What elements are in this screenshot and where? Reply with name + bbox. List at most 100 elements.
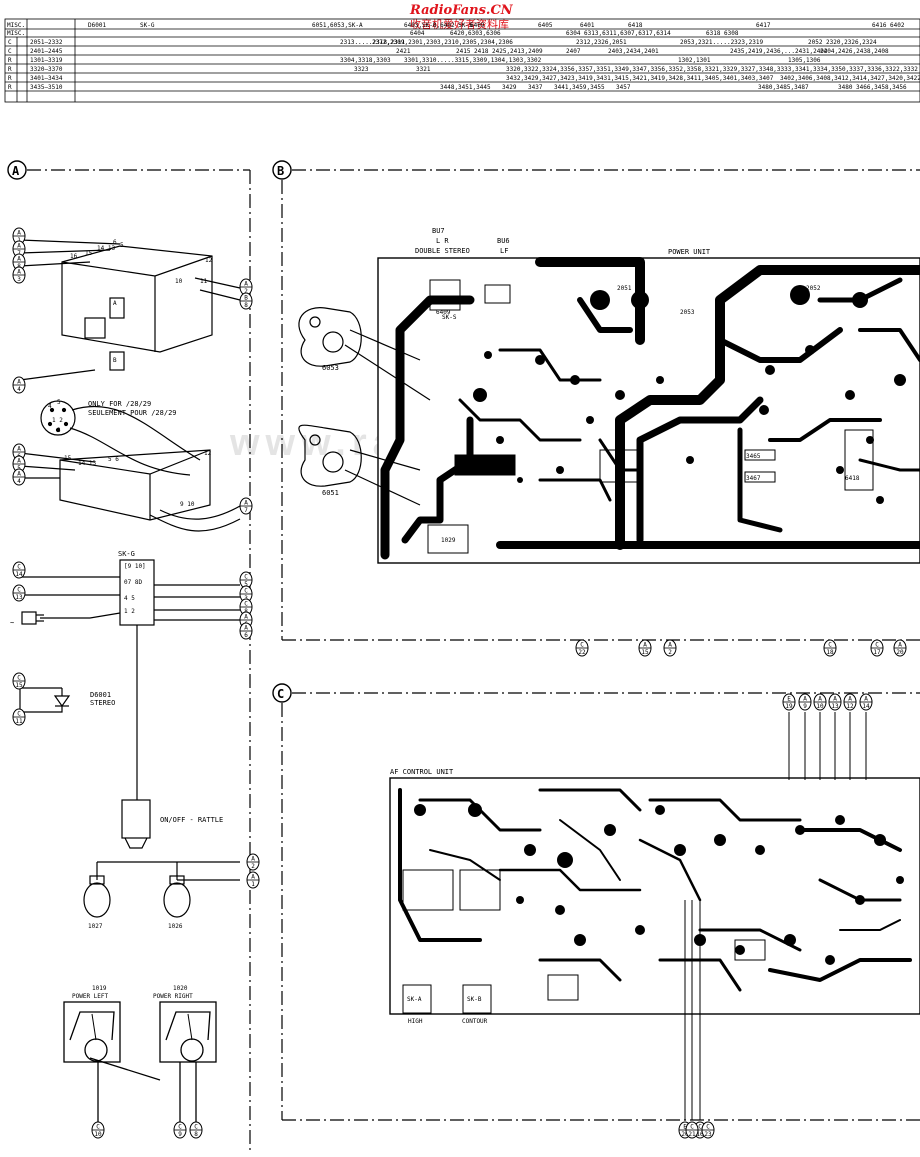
table-cell: 3304,3318,3303 xyxy=(340,57,391,64)
power-unit-board xyxy=(377,257,920,564)
connector-number: 16 xyxy=(696,1131,704,1138)
table-row-group: C xyxy=(8,48,12,55)
connector-a-4: A4 xyxy=(12,468,26,486)
connector-letter: A xyxy=(17,230,21,237)
svg-text:[9 10]: [9 10] xyxy=(124,563,146,570)
table-cell: 2404,2426,2438,2408 xyxy=(820,48,889,55)
power-unit-label: POWER UNIT xyxy=(668,248,711,256)
connector-a-10: A10 xyxy=(813,693,827,711)
connector-letter: C xyxy=(244,601,248,608)
connector-a-9: A9 xyxy=(798,693,812,711)
watermark-site: RadioFans.CN xyxy=(409,3,514,18)
table-row-label: MISC. xyxy=(7,22,25,29)
svg-text:9 10: 9 10 xyxy=(180,501,195,508)
watermark-cn: 收音机爱好者资料库 xyxy=(410,17,509,31)
connector-letter: C xyxy=(698,1124,702,1131)
connector-c-15: C15 xyxy=(12,672,26,690)
power-unit-traces xyxy=(380,257,920,560)
connector-number: 17 xyxy=(873,649,881,656)
connector-number: 10 xyxy=(94,1131,102,1138)
meter-left-num: 1019 xyxy=(92,985,107,992)
connector-letter: A xyxy=(898,642,902,649)
bu7-label: BU7 xyxy=(432,227,445,235)
contour-label: CONTOUR xyxy=(462,1018,488,1025)
sk-a-label: SK-A xyxy=(407,996,422,1003)
panel-a-letter: A xyxy=(12,164,20,178)
svg-text:07 8D: 07 8D xyxy=(124,579,142,586)
connector-number: 7 xyxy=(244,507,248,514)
part-6418: 6418 xyxy=(845,475,860,482)
connector-c-10: C10 xyxy=(91,1121,105,1139)
connector-number: 1 xyxy=(251,881,255,888)
connector-number: 14 xyxy=(15,571,23,578)
double-stereo-label: DOUBLE STEREO xyxy=(415,247,470,255)
table-cell: 2313.....2318,2311 xyxy=(340,39,405,46)
af-control-components xyxy=(414,803,904,965)
part-2053: 2053 xyxy=(680,309,695,316)
connector-letter: C xyxy=(17,587,21,594)
led-stereo: STEREO xyxy=(90,699,115,707)
panel-a: A 16 15 14 13 5 6 12 10 11 A B xyxy=(7,160,251,1150)
svg-text:12: 12 xyxy=(205,257,213,264)
table-cell: 6416 6402 xyxy=(872,22,905,29)
table-cell: 3441,3459,3455 xyxy=(554,84,605,91)
table-cell: 6420,6303,6306 xyxy=(450,30,501,37)
table-cell: 2407 xyxy=(566,48,581,55)
svg-text:14 13: 14 13 xyxy=(78,460,96,467)
connector-letter: E xyxy=(787,696,791,703)
lr-label: L R xyxy=(436,237,449,245)
connector-letter: C xyxy=(178,1124,182,1131)
connector-letter: A xyxy=(803,696,807,703)
connector-letter: C xyxy=(828,642,832,649)
table-cell: 2415 2418 xyxy=(456,48,489,55)
table-row-group: R xyxy=(8,57,12,64)
mains-tilde: ~ xyxy=(10,619,14,627)
connector-number: 8 xyxy=(244,302,248,309)
svg-text:3: 3 xyxy=(57,427,61,434)
connector-letter: A xyxy=(251,856,255,863)
table-cell: 1302,1301 xyxy=(678,57,711,64)
table-row-range: 2401—2445 xyxy=(30,48,63,55)
connector-number: 8 xyxy=(194,1131,198,1138)
table-cell: 6318 6308 xyxy=(706,30,739,37)
meters xyxy=(63,1001,217,1125)
af-control-title: AF CONTROL UNIT xyxy=(390,768,454,776)
table-cell: 6404 xyxy=(410,30,425,37)
connector-a-14: A14 xyxy=(859,693,873,711)
connector-letter: C xyxy=(580,642,584,649)
connector-letter: A xyxy=(668,642,672,649)
connector-c-13: C13 xyxy=(12,584,26,602)
sk-a-box xyxy=(402,984,432,1014)
connector-number: 11 xyxy=(15,718,23,725)
connector-letter: C xyxy=(875,642,879,649)
note-seulement: SEULEMENT POUR /28/29 xyxy=(88,409,177,417)
power-unit-components xyxy=(457,285,906,504)
table-row-group: R xyxy=(8,75,12,82)
connector-letter: A xyxy=(244,625,248,632)
connector-a-8: A8 xyxy=(12,253,26,271)
connector-c-17: C17 xyxy=(870,639,884,657)
connector-letter: A xyxy=(643,642,647,649)
table-cell: SK-G xyxy=(140,22,155,29)
table-row-range: 3320—3370 xyxy=(30,66,63,73)
connector-e-19: E19 xyxy=(782,693,796,711)
led-label: D6001 xyxy=(90,691,111,699)
connector-number: 7 xyxy=(17,250,21,257)
svg-text:11: 11 xyxy=(200,278,208,285)
din-connector xyxy=(40,400,201,476)
connector-c-8: C8 xyxy=(189,1121,203,1139)
connector-markers: A1A7A8A3A2B8A4A6A5A4A7C14C13C5C3C8A6A6C1… xyxy=(12,227,907,1139)
connector-c-21: C21 xyxy=(685,1121,699,1139)
connector-letter: A xyxy=(17,243,21,250)
switch-sk-g xyxy=(20,559,240,849)
connector-c-9: C9 xyxy=(173,1121,187,1139)
table-cell: 6304 6313,6311,6307,6317,6314 xyxy=(566,30,671,37)
svg-text:10: 10 xyxy=(175,278,183,285)
connector-number: 19 xyxy=(785,703,793,710)
svg-text:15: 15 xyxy=(85,250,93,257)
connector-number: 9 xyxy=(178,1131,182,1138)
connector-number: 15 xyxy=(15,682,23,689)
bu6-label: BU6 xyxy=(497,237,510,245)
table-cell: D6001 xyxy=(88,22,106,29)
